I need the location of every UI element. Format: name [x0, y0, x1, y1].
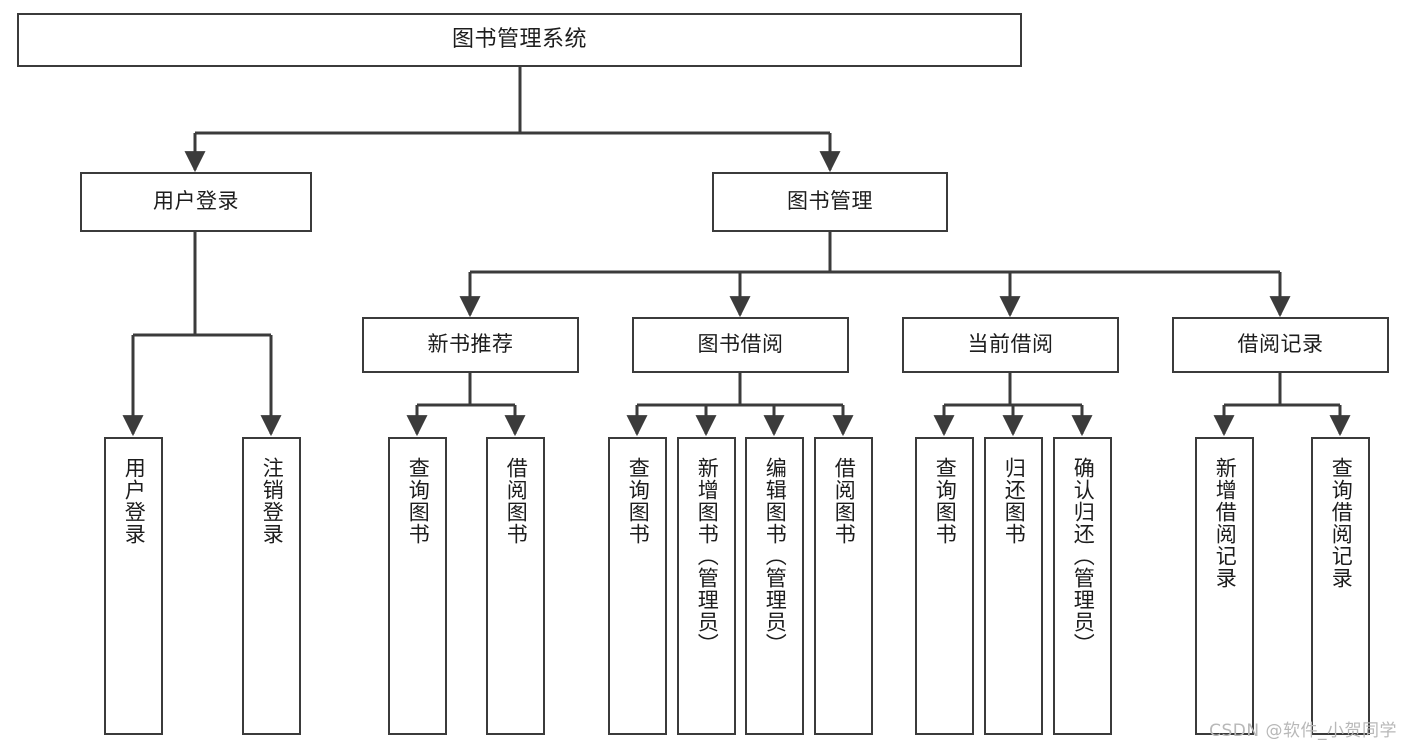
leaf-query-book-1-label: 查询图书	[406, 457, 431, 545]
leaf-query-book-2[interactable]: 查询图书	[608, 437, 667, 735]
node-user-login-label: 用户登录	[153, 189, 239, 214]
leaf-query-book-1[interactable]: 查询图书	[388, 437, 447, 735]
leaf-borrow-book-1-label: 借阅图书	[504, 457, 529, 545]
node-borrow-record[interactable]: 借阅记录	[1172, 317, 1389, 373]
node-book-borrow-label: 图书借阅	[697, 332, 784, 357]
leaf-return-book-label: 归还图书	[1002, 457, 1027, 545]
leaf-edit-book-label: 编辑图书（管理员）	[763, 457, 788, 655]
leaf-user-login-label: 用户登录	[122, 457, 147, 545]
leaf-query-record[interactable]: 查询借阅记录	[1311, 437, 1370, 735]
leaf-return-book[interactable]: 归还图书	[984, 437, 1043, 735]
node-borrow-record-label: 借阅记录	[1237, 332, 1324, 357]
leaf-edit-book[interactable]: 编辑图书（管理员）	[745, 437, 804, 735]
leaf-borrow-book-2-label: 借阅图书	[832, 457, 857, 545]
node-user-login[interactable]: 用户登录	[80, 172, 312, 232]
leaf-borrow-book-2[interactable]: 借阅图书	[814, 437, 873, 735]
leaf-add-record[interactable]: 新增借阅记录	[1195, 437, 1254, 735]
node-current-borrow-label: 当前借阅	[967, 332, 1054, 357]
leaf-query-book-3-label: 查询图书	[933, 457, 958, 545]
leaf-borrow-book-1[interactable]: 借阅图书	[486, 437, 545, 735]
leaf-logout-login[interactable]: 注销登录	[242, 437, 301, 735]
leaf-query-book-3[interactable]: 查询图书	[915, 437, 974, 735]
node-root-label: 图书管理系统	[451, 26, 587, 52]
leaf-query-record-label: 查询借阅记录	[1329, 457, 1354, 589]
node-book-manage[interactable]: 图书管理	[712, 172, 948, 232]
leaf-logout-login-label: 注销登录	[260, 457, 285, 545]
node-root[interactable]: 图书管理系统	[17, 13, 1022, 67]
leaf-add-book-label: 新增图书（管理员）	[695, 457, 720, 655]
leaf-user-login[interactable]: 用户登录	[104, 437, 163, 735]
node-new-book-recommend-label: 新书推荐	[427, 332, 514, 357]
leaf-query-book-2-label: 查询图书	[626, 457, 651, 545]
leaf-add-record-label: 新增借阅记录	[1213, 457, 1238, 589]
node-new-book-recommend[interactable]: 新书推荐	[362, 317, 579, 373]
leaf-confirm-return[interactable]: 确认归还（管理员）	[1053, 437, 1112, 735]
node-current-borrow[interactable]: 当前借阅	[902, 317, 1119, 373]
watermark: CSDN @软件_小贺同学	[1209, 721, 1397, 741]
node-book-manage-label: 图书管理	[787, 189, 873, 214]
leaf-add-book[interactable]: 新增图书（管理员）	[677, 437, 736, 735]
leaf-confirm-return-label: 确认归还（管理员）	[1071, 457, 1096, 655]
node-book-borrow[interactable]: 图书借阅	[632, 317, 849, 373]
